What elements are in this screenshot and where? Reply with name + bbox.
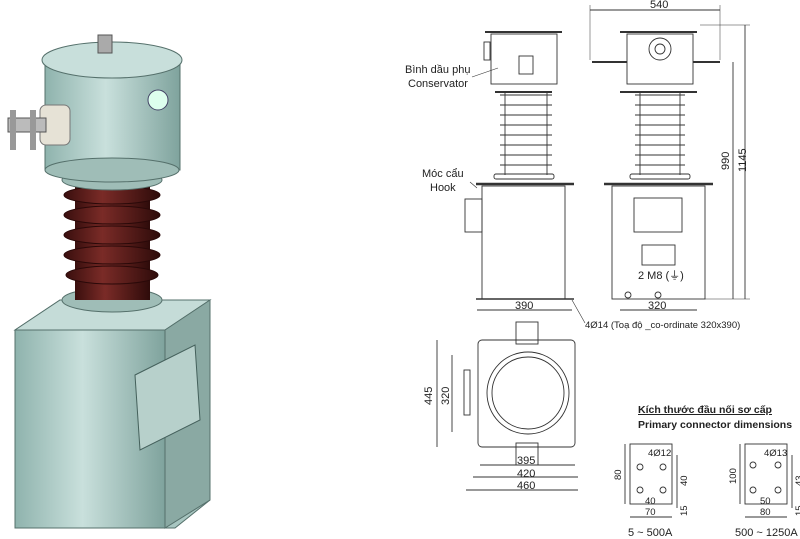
hole-spacing-h-label: 50 [760, 496, 771, 507]
connector-drawings [624, 443, 793, 518]
hole-spacing-v-label: 40 [679, 475, 690, 486]
edge-label: 15 [679, 505, 690, 516]
mounting-note: 4Ø14 (Toạ độ _co-ordinate 320x390) [585, 320, 741, 331]
connector-title-en: Primary connector dimensions [638, 419, 793, 431]
hook-label-en: Hook [430, 182, 456, 194]
holes-label: 4Ø12 [648, 448, 672, 459]
dim-990: 990 [720, 151, 732, 170]
top-view [436, 321, 578, 491]
dim-320-top: 320 [440, 386, 452, 405]
earthing-note: 2 M8 (⏚) [638, 270, 684, 282]
rating-label: 5 ~ 500A [628, 527, 673, 539]
height-label: 100 [728, 468, 739, 484]
connector-title-vi: Kích thước đầu nối sơ cấp [638, 404, 772, 416]
side-view [464, 31, 586, 324]
conservator-label-vi: Bình dầu phụ [405, 64, 471, 76]
width-label: 80 [760, 507, 771, 518]
dim-1145: 1145 [737, 148, 749, 172]
hook-label-vi: Móc cẩu [422, 168, 464, 180]
dim-460: 460 [517, 480, 536, 492]
rating-label: 500 ~ 1250A [735, 527, 798, 539]
dim-420: 420 [517, 468, 536, 480]
dim-395: 395 [517, 455, 536, 467]
holes-label: 4Ø13 [764, 448, 788, 459]
hole-spacing-v-label: 43 [794, 475, 800, 486]
width-label: 70 [645, 507, 656, 518]
dim-320-front: 320 [648, 300, 667, 312]
front-view [589, 5, 750, 311]
edge-label: 15 [794, 505, 800, 516]
side-insulator [500, 93, 552, 175]
conservator-label-en: Conservator [408, 78, 468, 90]
height-label: 80 [613, 469, 624, 480]
transformer-photo [7, 34, 212, 529]
dim-540: 540 [650, 0, 669, 11]
dim-390: 390 [515, 300, 534, 312]
hole-spacing-h-label: 40 [645, 496, 656, 507]
dim-445: 445 [423, 386, 435, 405]
